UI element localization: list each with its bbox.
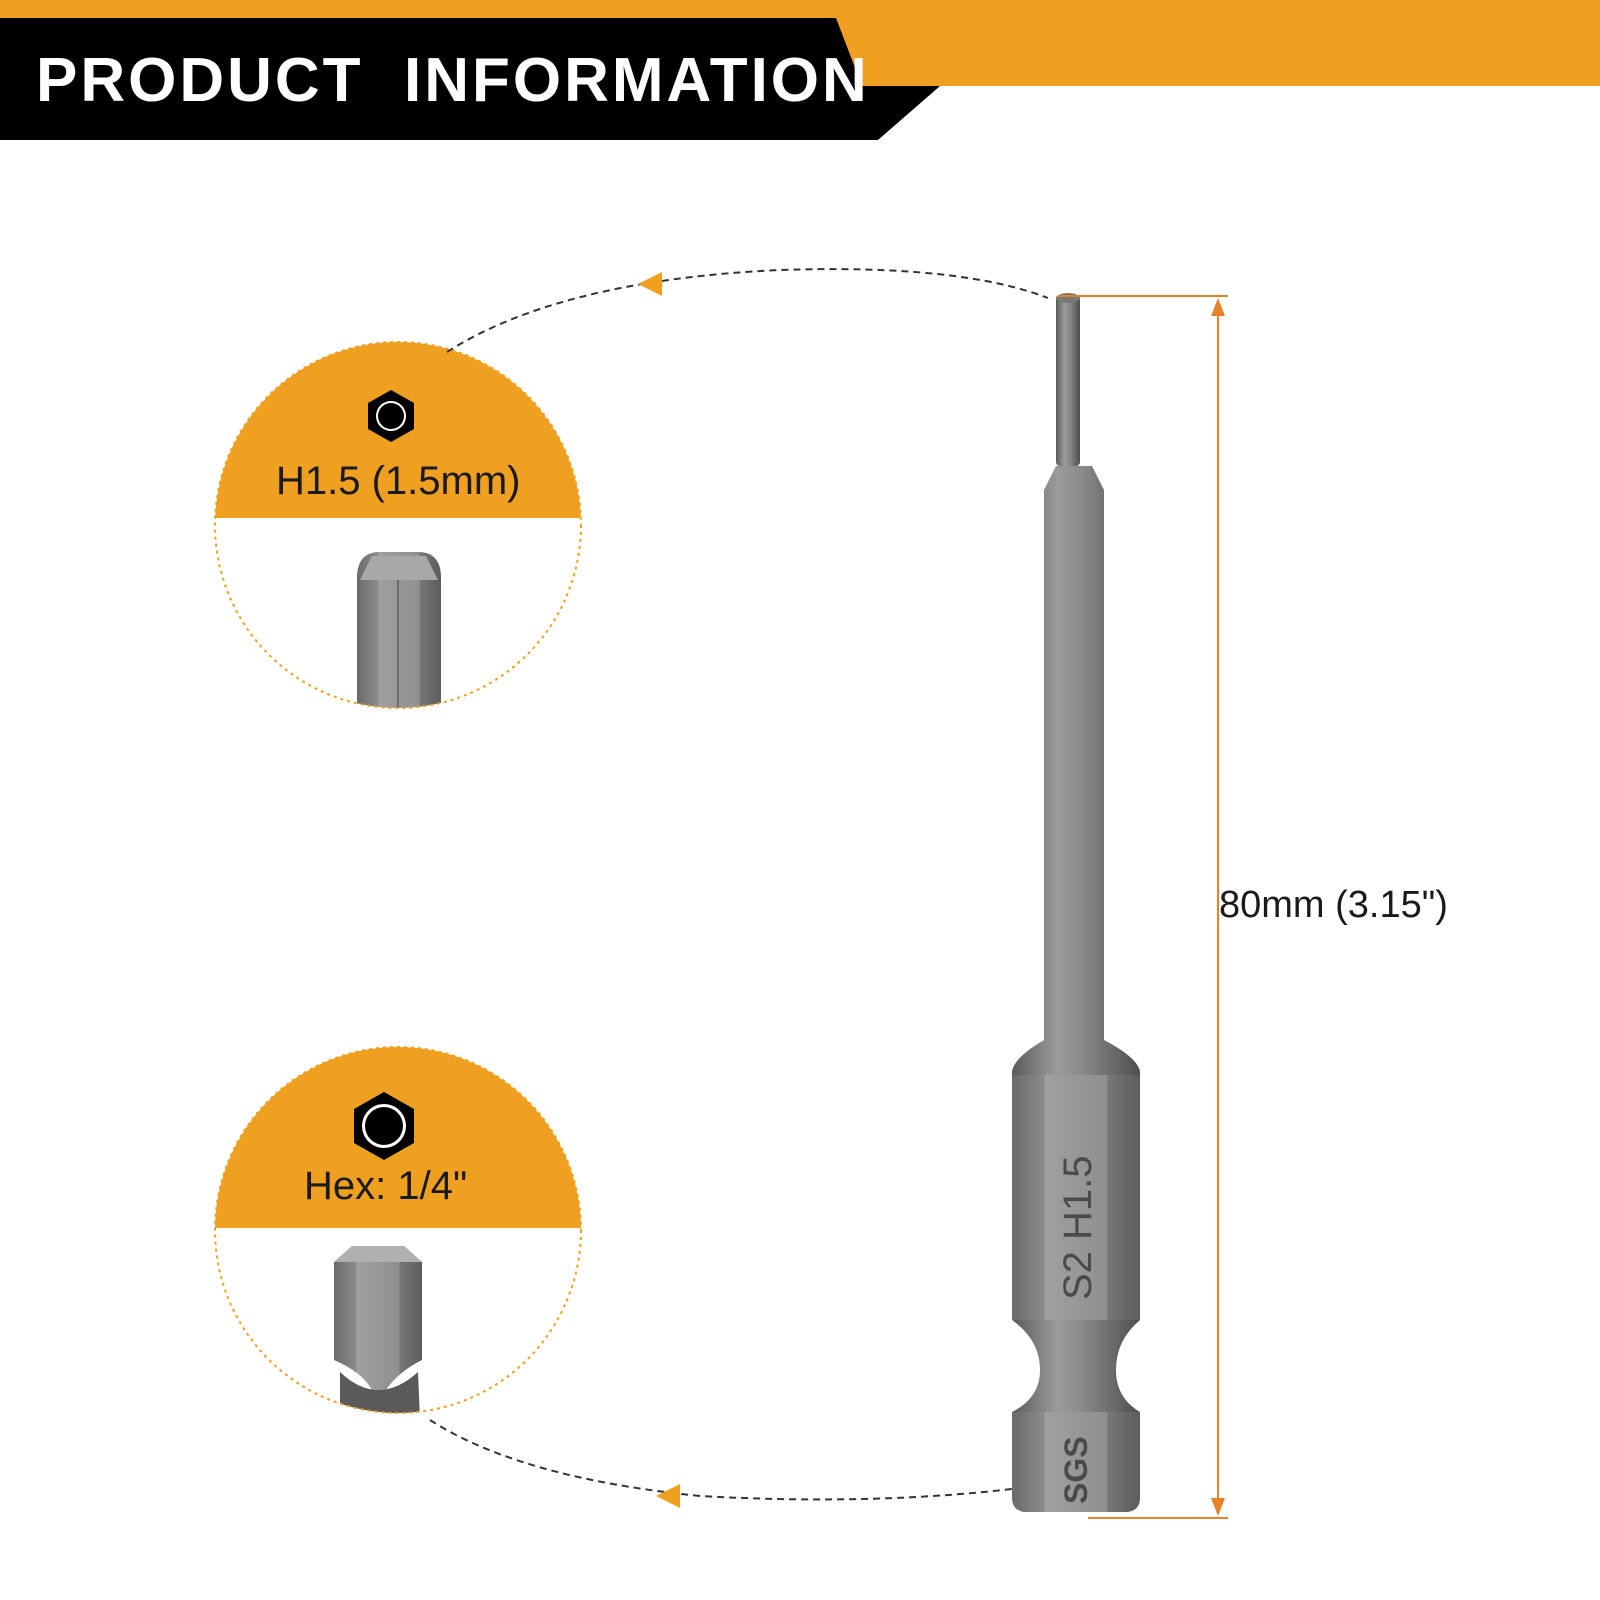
bit-brand-marking: SGS	[1058, 1436, 1094, 1504]
connector-bottom	[429, 1419, 1029, 1508]
shank-closeup-image	[334, 1246, 422, 1413]
arrow-up-icon	[1211, 298, 1225, 316]
bit-size-marking: S2 H1.5	[1056, 1155, 1100, 1300]
hex-socket-icon	[354, 1092, 414, 1160]
shank-callout	[214, 1046, 582, 1414]
arrow-icon	[638, 272, 662, 296]
length-label: 80mm (3.15")	[1219, 884, 1448, 926]
page-title: PRODUCT INFORMATION	[36, 46, 870, 115]
arrow-icon	[656, 1484, 680, 1508]
tip-closeup-image	[357, 552, 441, 708]
arrow-down-icon	[1211, 1498, 1225, 1516]
shank-size-label: Hex: 1/4"	[304, 1164, 468, 1208]
hex-socket-icon	[368, 390, 414, 442]
screwdriver-bit-image	[1011, 293, 1141, 1512]
length-dimension	[1058, 295, 1228, 1519]
tip-size-label: H1.5 (1.5mm)	[276, 459, 521, 503]
connector-top	[446, 268, 1049, 353]
tip-callout	[214, 341, 582, 709]
header-banner	[0, 0, 1600, 140]
